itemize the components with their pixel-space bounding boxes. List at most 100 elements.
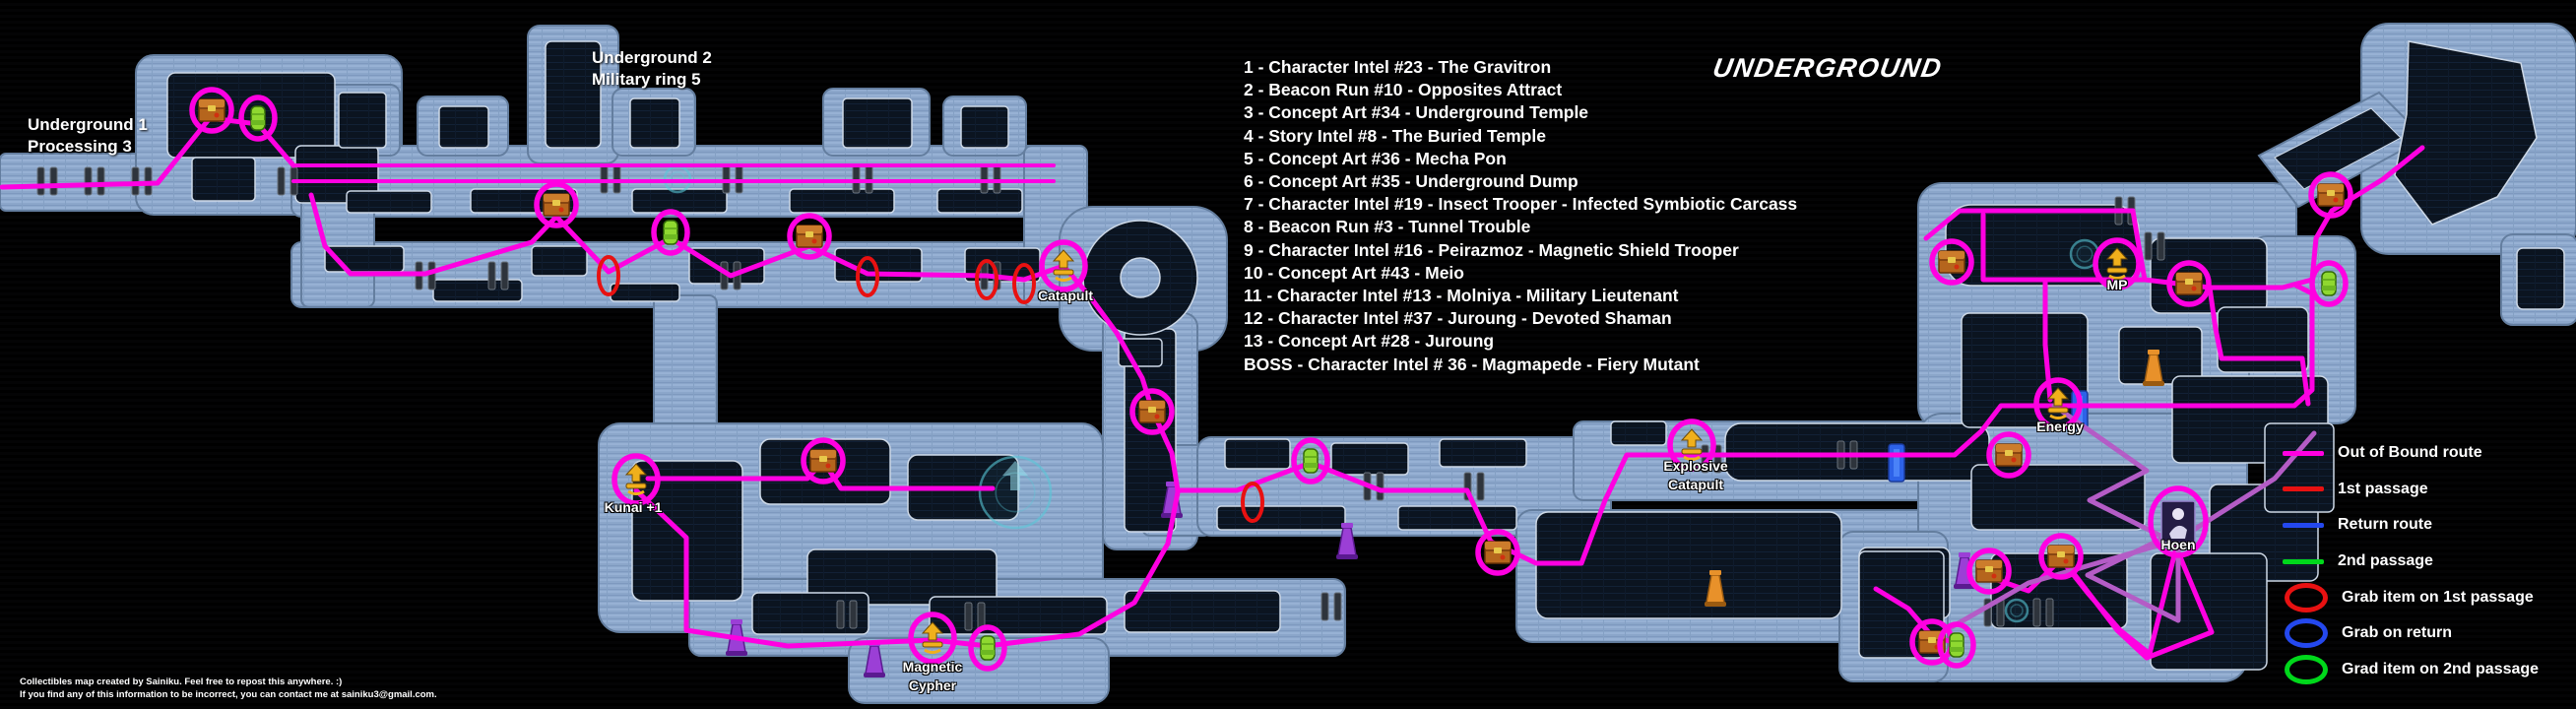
pillar-icon [1705, 570, 1726, 607]
route-path [308, 192, 1066, 283]
map-point-label: Kunai +1 [605, 498, 663, 517]
beacon-marker-icon [250, 105, 266, 131]
circled-item-ring [1929, 238, 1974, 286]
circled-item-ring [2308, 171, 2353, 219]
circled-item-ring [2038, 533, 2084, 580]
legend-entry: 2nd passage [2283, 544, 2539, 580]
legend-entry: 1st passage [2283, 472, 2539, 508]
route-color-swatch [2283, 486, 2324, 492]
glow-ring [978, 455, 1053, 530]
grab-ring-swatch [2285, 582, 2328, 612]
arrow-marker-icon [921, 621, 944, 654]
map-point-label-line: Explosive [1663, 458, 1728, 474]
chest-marker-icon [1138, 400, 1166, 423]
collectible-entry: 10 - Concept Art #43 - Meio [1244, 262, 1464, 283]
circled-item-ring [534, 181, 579, 228]
collectibles-list: 1 - Character Intel #23 - The Gravitron 2… [1244, 56, 1797, 376]
chest-marker-icon [809, 449, 837, 473]
grab-ring [1012, 263, 1036, 304]
chest-marker-icon [1975, 559, 2003, 583]
collectible-entry: 12 - Character Intel #37 - Juroung - Dev… [1244, 308, 1672, 329]
map-point-label: Catapult [1038, 287, 1093, 305]
collectible-entry: 1 - Character Intel #23 - The Gravitron [1244, 57, 1552, 77]
circled-item-ring [1986, 431, 2031, 479]
collectible-entry: 6 - Concept Art #35 - Underground Dump [1244, 171, 1578, 192]
area-name-line: Military ring 5 [592, 69, 701, 89]
area-name-line: Underground 1 [28, 115, 148, 134]
circled-item-ring [908, 612, 957, 665]
route-path [2175, 430, 2317, 543]
beacon-marker-icon [2321, 271, 2337, 296]
arrow-marker-icon [624, 463, 648, 495]
circled-item-ring [1129, 388, 1175, 435]
glow-ring [2004, 598, 2029, 623]
chest-marker-icon [1995, 443, 2023, 467]
markers-layer [189, 87, 2353, 672]
portrait-marker-icon [2160, 500, 2196, 544]
circled-item-ring [968, 624, 1007, 672]
map-point-label-line: Catapult [1038, 288, 1093, 303]
credits: Collectibles map created by Sainiku. Fee… [20, 677, 437, 701]
legend-entry-label: Out of Bound route [2338, 444, 2482, 462]
route-path [633, 487, 1181, 649]
area-name-label: Underground 2 Military ring 5 [592, 47, 712, 90]
collectible-entry: 7 - Character Intel #19 - Insect Trooper… [1244, 194, 1798, 215]
launch-arrow-icon [1002, 461, 1028, 490]
beacon-marker-icon [1949, 632, 1964, 658]
collectible-entry: 9 - Character Intel #16 - Peirazmoz - Ma… [1244, 239, 1739, 260]
map-point-label: Hoen [2161, 536, 2196, 554]
circled-item-ring [787, 213, 832, 260]
chest-marker-icon [2047, 545, 2075, 568]
circled-item-ring [189, 87, 234, 134]
map-point-label-line: Kunai +1 [604, 499, 663, 515]
grab-ring-swatch [2285, 654, 2328, 684]
route-path [2207, 285, 2311, 407]
grab-ring [1241, 482, 1264, 523]
chest-marker-icon [543, 193, 570, 217]
collectible-entry: 2 - Beacon Run #10 - Opposites Attract [1244, 80, 1563, 100]
chest-marker-icon [2175, 272, 2203, 295]
area-name-line: Processing 3 [28, 136, 132, 156]
collectible-entry: 11 - Character Intel #13 - Molniya - Mil… [1244, 286, 1679, 306]
arrow-marker-icon [1052, 249, 1075, 282]
credit-line: Collectibles map created by Sainiku. Fee… [20, 677, 343, 687]
chest-marker-icon [1938, 250, 1965, 274]
chest-marker-icon [796, 225, 823, 248]
arrow-marker-icon [2046, 387, 2070, 419]
map-rooms [166, 40, 2565, 671]
circled-item-ring [2148, 485, 2209, 558]
gate-icon [84, 166, 105, 196]
route-path [1175, 403, 2297, 566]
pillar-icon [2143, 350, 2164, 386]
gate-icon [2144, 231, 2165, 261]
map-point-label-line: Magnetic [902, 659, 963, 675]
route-color-swatch [2283, 558, 2324, 564]
area-name-line: Underground 2 [592, 48, 712, 67]
legend-entry-label: 2nd passage [2338, 552, 2433, 570]
collectible-entry: 8 - Beacon Run #3 - Tunnel Trouble [1244, 217, 1531, 237]
route-path [2291, 283, 2315, 409]
chest-marker-icon [2317, 183, 2345, 207]
map-point-label: Energy [2036, 418, 2083, 436]
chest-marker-icon [198, 98, 225, 122]
legend-entry: Grab on return [2283, 615, 2539, 652]
beacon-marker-icon [1303, 448, 1319, 474]
legend-entry: Grad item on 2nd passage [2283, 652, 2539, 688]
arrow-marker-icon [1680, 428, 1704, 461]
circled-item-ring [1667, 419, 1716, 472]
circled-item-ring [2093, 237, 2142, 290]
grab-ring-swatch [2285, 618, 2328, 649]
legend-entry: Out of Bound route [2283, 435, 2539, 472]
arrow-marker-icon [2105, 247, 2129, 280]
route-path [2142, 145, 2425, 290]
legend-entry-label: 1st passage [2338, 480, 2428, 497]
collectible-entry: 5 - Concept Art #36 - Mecha Pon [1244, 148, 1507, 168]
collectible-entry: BOSS - Character Intel # 36 - Magmapede … [1244, 354, 1700, 374]
credit-line: If you find any of this information to b… [20, 688, 437, 700]
circled-item-ring [612, 453, 661, 506]
legend-entry-label: Grab item on 1st passage [2342, 588, 2534, 606]
